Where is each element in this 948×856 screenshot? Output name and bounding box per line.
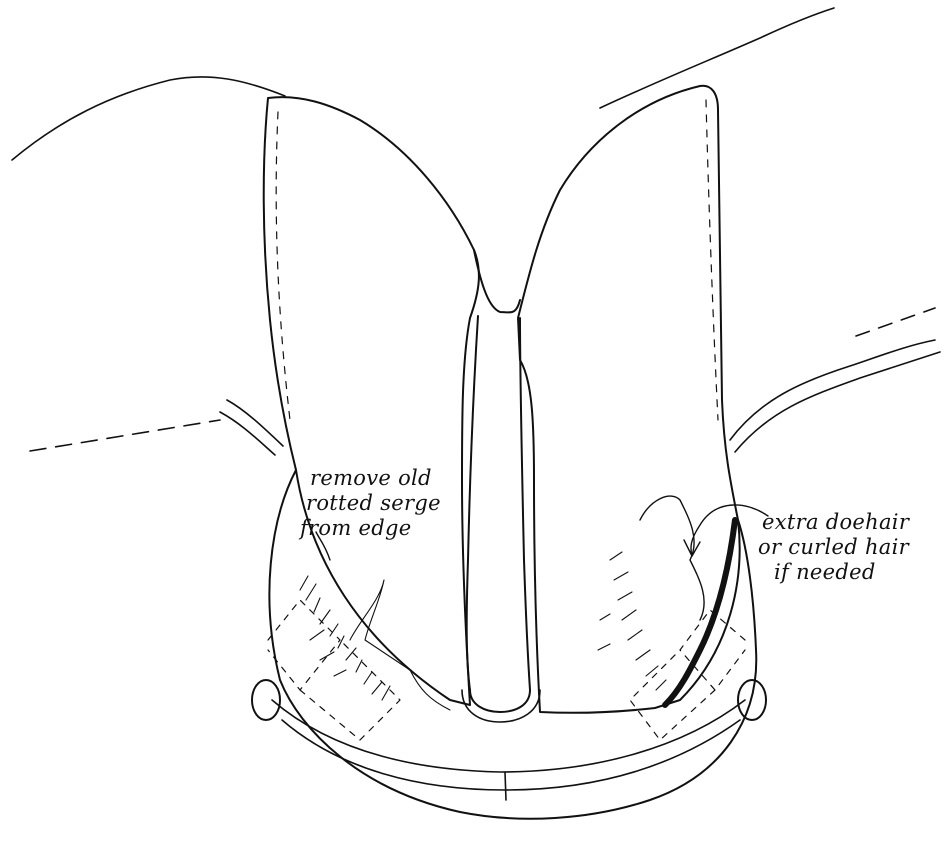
annotation-left-line-1: remove old: [300, 466, 441, 491]
panel-left: [264, 97, 479, 705]
panel-left-stitch: [276, 112, 290, 420]
gullet-end-outer: [462, 690, 540, 722]
d-ring-left: [252, 680, 280, 720]
annotation-right-line-2: or curled hair: [752, 535, 909, 560]
panel-right: [518, 86, 740, 713]
gullet-end: [470, 690, 530, 712]
annotation-left-line-2: rotted serge: [300, 491, 441, 516]
annotation-remove-old-serge: remove old rotted serge from edge: [300, 466, 441, 541]
horse-back-line-left: [12, 77, 285, 160]
quilt-left: [268, 600, 400, 740]
annotation-right-line-1: extra doehair: [752, 510, 909, 535]
horse-back-line-right: [600, 8, 834, 108]
girth-strap-left-dashed: [30, 420, 220, 451]
saddle-rim-band-2: [282, 720, 740, 790]
girth-strap-left-lower: [220, 412, 275, 455]
gullet-channel: [467, 250, 520, 690]
panel-right-stitch: [706, 100, 718, 420]
annotation-extra-doehair: extra doehair or curled hair if needed: [752, 510, 909, 585]
annotation-right-line-3: if needed: [752, 560, 909, 585]
saddle-rim-divider: [505, 772, 506, 800]
girth-strap-right-dashed: [856, 308, 935, 336]
girth-strap-right-lower: [735, 352, 940, 452]
hair-texture-left: [300, 576, 450, 710]
annotation-left-line-3: from edge: [300, 516, 441, 541]
hair-texture-right: [598, 496, 735, 705]
girth-strap-left-upper: [227, 400, 283, 446]
girth-strap-right-upper: [730, 340, 935, 440]
